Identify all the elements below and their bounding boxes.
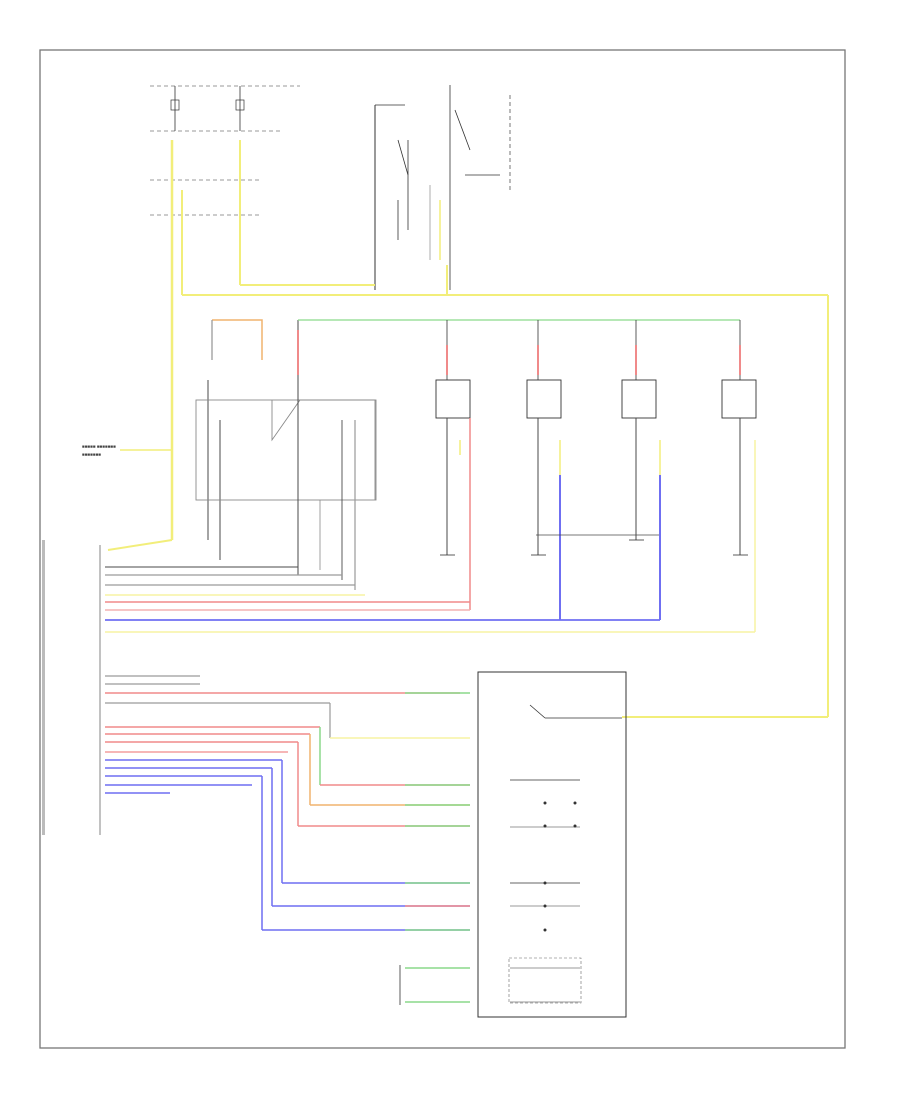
seat-switch-4 <box>721 379 757 419</box>
seat-control-module <box>42 540 101 835</box>
svg-text:■■■■■■■: ■■■■■■■ <box>82 452 101 457</box>
left-sensor-label: ■■■■■ ■■■■■■■ <box>82 444 116 449</box>
ignition-switch <box>374 104 409 290</box>
left-sensor: ■■■■■ ■■■■■■■ ■■■■■■■ <box>82 444 116 457</box>
heater-relay-group <box>195 319 740 590</box>
diagram-frame <box>39 49 846 1049</box>
power-seat-switch-block <box>477 671 627 1018</box>
seat-switch-2 <box>526 379 562 419</box>
relay-top <box>429 85 511 290</box>
connector-stubs <box>399 692 470 1005</box>
seat-switch-units <box>435 320 757 632</box>
module-harness-lower <box>105 675 470 931</box>
ground-symbols <box>440 539 748 556</box>
fuse-block <box>150 85 300 216</box>
module-harness-upper <box>105 566 755 633</box>
seat-switch-1 <box>435 379 471 419</box>
yellow-power-rail <box>107 140 829 718</box>
switch-block-outline <box>477 671 627 1018</box>
seat-switch-3 <box>621 379 657 419</box>
